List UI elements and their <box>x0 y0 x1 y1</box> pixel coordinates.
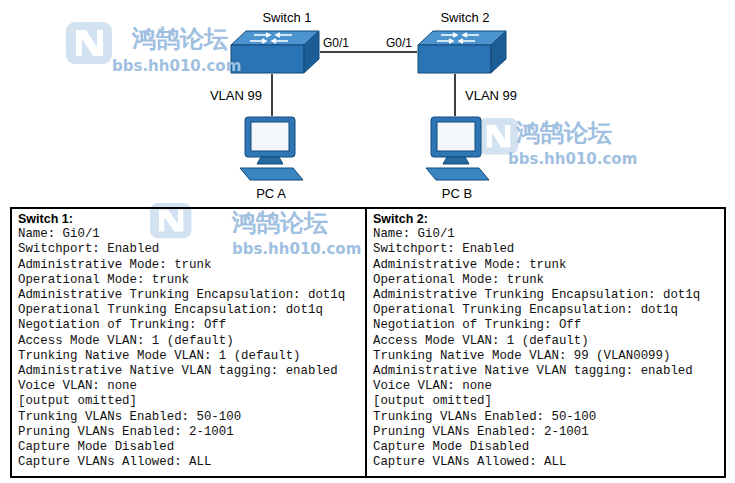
pc-keyboard <box>426 168 489 180</box>
switch-arrow <box>250 39 266 43</box>
pc-monitor <box>431 117 481 157</box>
pc-node: PC A <box>237 116 305 182</box>
output-line: Operational Trunking Encapsulation: dot1… <box>18 303 323 318</box>
watermark: 鸿鹄论坛 <box>132 27 228 51</box>
switch-side <box>491 31 506 73</box>
switch-arrow <box>276 33 292 37</box>
switch-arrow <box>459 39 475 43</box>
output-line: Pruning VLANs Enabled: 2-1001 <box>373 425 589 440</box>
panel-heading: Switch 2: <box>373 212 428 227</box>
switch-node: Switch 1 <box>230 30 320 74</box>
switch-arrow <box>441 33 457 37</box>
port-label: G0/1 <box>323 37 349 49</box>
output-line: Voice VLAN: none <box>18 379 137 394</box>
output-line: Pruning VLANs Enabled: 2-1001 <box>18 425 234 440</box>
link-line <box>271 74 273 116</box>
output-line: Trunking Native Mode VLAN: 1 (default) <box>18 349 301 364</box>
pc-icon <box>237 116 305 182</box>
panel-heading: Switch 1: <box>18 212 73 227</box>
link-line <box>320 51 417 53</box>
pc-name: PC A <box>256 187 286 200</box>
output-line: Administrative Trunking Encapsulation: d… <box>18 288 345 303</box>
port-label: G0/1 <box>386 37 412 49</box>
output-line: Negotiation of Trunking: Off <box>373 318 581 333</box>
output-line: Access Mode VLAN: 1 (default) <box>18 334 234 349</box>
link-label: VLAN 99 <box>463 89 519 102</box>
switch-name: Switch 1 <box>262 11 311 24</box>
output-line: Administrative Mode: trunk <box>373 258 566 273</box>
output-line: Administrative Trunking Encapsulation: d… <box>373 288 700 303</box>
watermark: bbs.hh010.com <box>508 152 637 167</box>
switch-arrow <box>437 39 453 43</box>
output-line: Name: Gi0/1 <box>18 227 100 242</box>
logo-mark <box>76 30 103 56</box>
switch-arrow <box>254 33 270 37</box>
output-line: Capture Mode Disabled <box>373 440 529 455</box>
output-line: Administrative Mode: trunk <box>18 258 211 273</box>
switch-icon <box>230 30 320 74</box>
pc-monitor <box>245 117 295 157</box>
output-line: Trunking Native Mode VLAN: 99 (VLAN0099) <box>373 349 670 364</box>
output-line: Administrative Native VLAN tagging: enab… <box>18 364 338 379</box>
output-line: Switchport: Enabled <box>18 242 159 257</box>
output-line: Capture VLANs Allowed: ALL <box>18 455 211 470</box>
output-line: Access Mode VLAN: 1 (default) <box>373 334 589 349</box>
output-line: Switchport: Enabled <box>373 242 514 257</box>
switch-arrow <box>272 39 288 43</box>
output-line: Trunking VLANs Enabled: 50-100 <box>373 410 596 425</box>
output-line: [output omitted] <box>18 394 137 409</box>
watermark: 鸿鹄论坛 <box>516 121 612 145</box>
output-line: Operational Mode: trunk <box>18 273 189 288</box>
link-line <box>454 74 456 116</box>
logo-mark <box>487 125 510 148</box>
switch-front <box>418 45 491 73</box>
pc-stand <box>257 157 283 164</box>
output-line: Trunking VLANs Enabled: 50-100 <box>18 410 241 425</box>
output-line: Voice VLAN: none <box>373 379 492 394</box>
output-panel: Switch 2:Name: Gi0/1Switchport: EnabledA… <box>366 207 726 478</box>
switch-arrow <box>463 33 479 37</box>
pc-stand <box>443 157 469 164</box>
switch-front <box>231 45 304 73</box>
logo-mark <box>159 210 183 232</box>
output-line: Administrative Native VLAN tagging: enab… <box>373 364 693 379</box>
output-line: Operational Mode: trunk <box>373 273 544 288</box>
pc-keyboard <box>240 168 303 180</box>
pc-screen <box>437 122 475 151</box>
output-line: Operational Trunking Encapsulation: dot1… <box>373 303 678 318</box>
output-line: Negotiation of Trunking: Off <box>18 318 226 333</box>
watermark-logo <box>66 22 112 64</box>
pc-screen <box>251 122 289 151</box>
watermark-logo <box>478 118 518 155</box>
switch-name: Switch 2 <box>440 11 489 24</box>
watermark: bbs.hh010.com <box>112 59 241 74</box>
output-line: Name: Gi0/1 <box>373 227 455 242</box>
logo-tile <box>478 118 518 155</box>
pc-icon <box>423 116 491 182</box>
output-line: Capture Mode Disabled <box>18 440 174 455</box>
pc-node: PC B <box>423 116 491 182</box>
switch-icon <box>417 30 507 74</box>
output-line: Capture VLANs Allowed: ALL <box>373 455 566 470</box>
logo-tile <box>66 22 112 64</box>
link-label: VLAN 99 <box>208 89 264 102</box>
switch-side <box>304 31 319 73</box>
pc-name: PC B <box>442 187 472 200</box>
watermark: bbs.hh010.com <box>232 242 361 257</box>
output-line: [output omitted] <box>373 394 492 409</box>
watermark: 鸿鹄论坛 <box>232 211 328 235</box>
switch-node: Switch 2 <box>417 30 507 74</box>
